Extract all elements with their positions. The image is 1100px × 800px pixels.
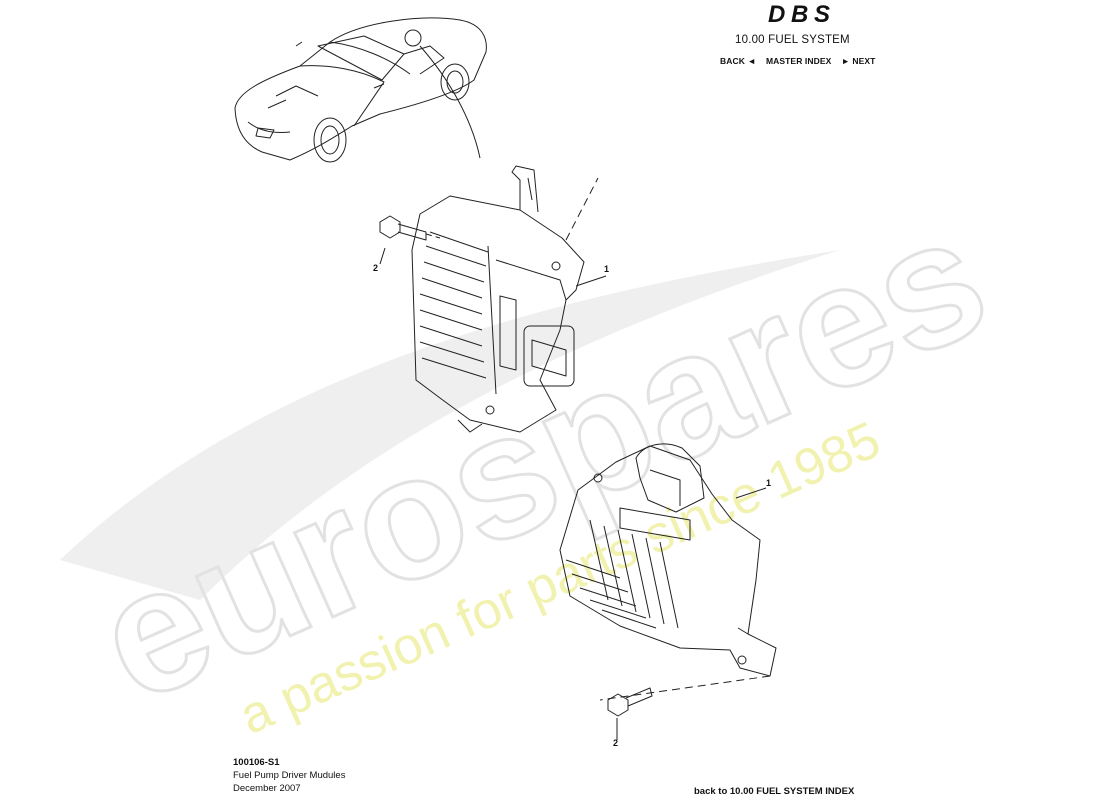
nav-bar: BACK ◄ MASTER INDEX ► NEXT [720, 56, 875, 66]
callout-2-upper: 2 [373, 263, 379, 273]
back-to-index-link[interactable]: back to 10.00 FUEL SYSTEM INDEX [694, 786, 855, 797]
leader-line-1-upper [575, 275, 607, 287]
master-index-link[interactable]: MASTER INDEX [765, 56, 832, 66]
leader-line-2-upper [379, 247, 386, 265]
callout-1-lower: 1 [766, 478, 772, 488]
callout-2-lower: 2 [613, 738, 619, 748]
leader-line-1-lower [735, 487, 767, 499]
upper-driver-module [411, 165, 599, 433]
upper-bolt [379, 215, 441, 241]
back-link[interactable]: BACK ◄ [720, 56, 756, 66]
dbs-logo: DBS [768, 1, 830, 28]
next-arrow-icon: ► [841, 56, 850, 66]
dbs-logo-text: DBS [768, 1, 830, 28]
drawing-date: December 2007 [233, 783, 301, 794]
lower-bolt [607, 687, 653, 717]
back-arrow-icon: ◄ [747, 56, 756, 66]
lower-driver-module [559, 443, 777, 701]
drawing-title: Fuel Pump Driver Mudules [233, 770, 346, 781]
footer-info: 100106-S1 Fuel Pump Driver Mudules Decem… [233, 756, 345, 795]
next-link[interactable]: ► NEXT [841, 56, 875, 66]
drawing-code: 100106-S1 [233, 757, 280, 768]
section-title: 10.00 FUEL SYSTEM [735, 34, 850, 46]
car-illustration [234, 17, 487, 163]
back-label: BACK [720, 56, 745, 66]
next-label: NEXT [852, 56, 876, 66]
callout-1-upper: 1 [604, 264, 610, 274]
